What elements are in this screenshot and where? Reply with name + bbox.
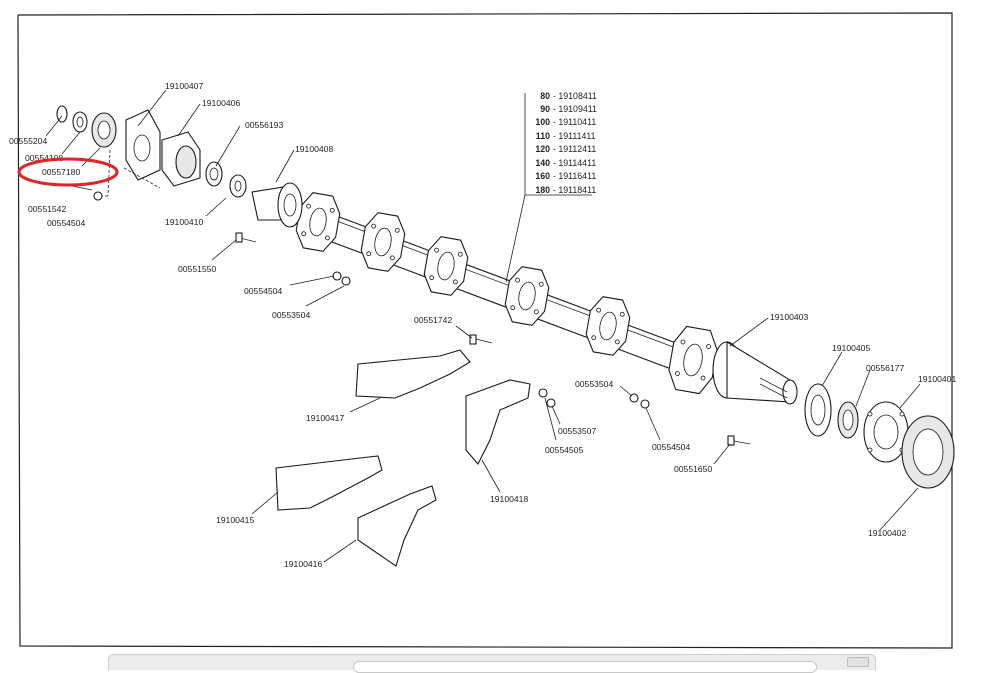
- length-size: 120: [535, 144, 550, 154]
- part-label-00551550: 00551550: [178, 264, 216, 274]
- part-label-19100418: 19100418: [490, 494, 528, 504]
- length-table: 80 - 19108411 90 - 19109411 100 - 191104…: [535, 91, 597, 195]
- length-code: - 19114411: [553, 158, 596, 168]
- part-label-00554504: 00554504: [47, 218, 85, 228]
- right-bearing-set: [804, 383, 955, 489]
- length-size: 100: [535, 117, 550, 127]
- part-label-00554505: 00554505: [545, 445, 583, 455]
- length-code: - 19112411: [553, 144, 596, 154]
- part-label-19100401: 19100401: [918, 374, 956, 384]
- length-size: 180: [535, 185, 550, 195]
- right-stub-shaft: [712, 341, 798, 405]
- part-label-19100416: 19100416: [284, 559, 322, 569]
- length-size: 110: [536, 131, 550, 141]
- length-size: 140: [535, 158, 550, 168]
- part-label-00553504-b: 00553504: [575, 379, 613, 389]
- part-label-00553504: 00553504: [272, 310, 310, 320]
- part-label-19100407: 19100407: [165, 81, 203, 91]
- length-code: - 19109411: [553, 104, 597, 114]
- part-label-00554504-b: 00554504: [244, 286, 282, 296]
- part-label-19100410: 19100410: [165, 217, 203, 227]
- part-label-00551742: 00551742: [414, 315, 452, 325]
- part-label-00551650: 00551650: [674, 464, 712, 474]
- part-label-00553507: 00553507: [558, 426, 596, 436]
- part-label-00551542: 00551542: [28, 204, 66, 214]
- drawing-frame: [17, 12, 953, 649]
- viewer-button[interactable]: [847, 657, 869, 667]
- part-label-19100403: 19100403: [770, 312, 808, 322]
- part-label-19100408: 19100408: [295, 144, 333, 154]
- length-size: 80: [540, 91, 550, 101]
- fasteners: [71, 185, 751, 446]
- viewer-address-field[interactable]: [353, 661, 817, 673]
- part-label-19100402: 19100402: [868, 528, 906, 538]
- length-code: - 19108411: [553, 91, 597, 101]
- flange-plates: [295, 192, 718, 395]
- left-bearing-assembly: [56, 105, 303, 228]
- length-code: - 19116411: [553, 171, 596, 181]
- part-label-19100406: 19100406: [202, 98, 240, 108]
- part-label-00556193: 00556193: [245, 120, 283, 130]
- part-label-00556177: 00556177: [866, 363, 904, 373]
- part-label-00557180: 00557180: [42, 167, 80, 177]
- length-code: - 19111411: [553, 131, 596, 141]
- part-label-00555204: 00555204: [9, 136, 47, 146]
- leader-lines: [45, 89, 921, 563]
- part-labels: 00555204 00554108 00557180 00551542 0055…: [9, 81, 956, 569]
- part-label-00554108: 00554108: [25, 153, 63, 163]
- part-label-19100405: 19100405: [832, 343, 870, 353]
- length-size: 160: [535, 171, 550, 181]
- blades: [275, 349, 531, 567]
- length-size: 90: [540, 104, 550, 114]
- part-label-00554504-c: 00554504: [652, 442, 690, 452]
- length-code: - 19118411: [553, 185, 596, 195]
- rotor-tube: [299, 205, 701, 377]
- part-label-19100415: 19100415: [216, 515, 254, 525]
- part-label-19100417: 19100417: [306, 413, 344, 423]
- length-code: - 19110411: [553, 117, 596, 127]
- viewer-toolbar: [108, 654, 876, 673]
- highlight-ellipse: [17, 157, 119, 187]
